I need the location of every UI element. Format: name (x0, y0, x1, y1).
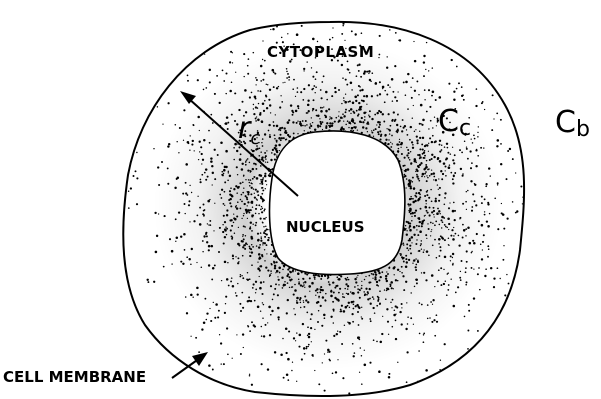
nucleus-label: NUCLEUS (286, 218, 365, 236)
cell-concentration-subscript: c (459, 116, 471, 141)
bath-concentration-symbol: C (555, 105, 576, 140)
bath-concentration-subscript: b (576, 117, 590, 142)
bath-concentration-label: Cb (555, 105, 590, 142)
cell-membrane-label: CELL MEMBRANE (3, 368, 146, 386)
nucleus-outline (270, 131, 405, 275)
radius-subscript: c (250, 128, 260, 149)
cell-concentration-symbol: C (438, 104, 459, 139)
cytoplasm-label: CYTOPLASM (267, 43, 374, 61)
